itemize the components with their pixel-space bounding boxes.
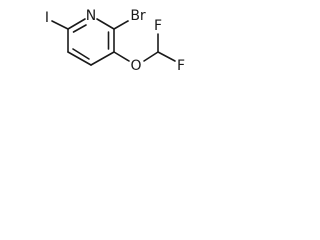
atom-oxygen: O bbox=[130, 58, 141, 74]
bond-c4-c5-outer bbox=[67, 51, 92, 66]
molecule-structure: I N Br O F F bbox=[45, 8, 185, 74]
bond-ch-f-bottom bbox=[157, 51, 176, 62]
bond-c6-n-inner bbox=[72, 24, 87, 33]
atom-iodine: I bbox=[45, 10, 49, 26]
atom-bromine: Br bbox=[130, 8, 146, 24]
bond-n-c2 bbox=[96, 18, 115, 30]
bond-c2-br bbox=[113, 20, 129, 30]
bond-c3-o bbox=[113, 51, 130, 62]
atom-fluorine-top: F bbox=[154, 18, 162, 34]
bond-o-ch bbox=[143, 51, 159, 62]
atom-nitrogen: N bbox=[86, 8, 96, 24]
bond-c3-c4 bbox=[90, 51, 115, 66]
bond-c4-c5-inner bbox=[72, 48, 90, 60]
atom-fluorine-bottom: F bbox=[177, 58, 185, 74]
bond-c6-i bbox=[51, 20, 69, 30]
bond-c6-n-outer bbox=[67, 18, 86, 30]
